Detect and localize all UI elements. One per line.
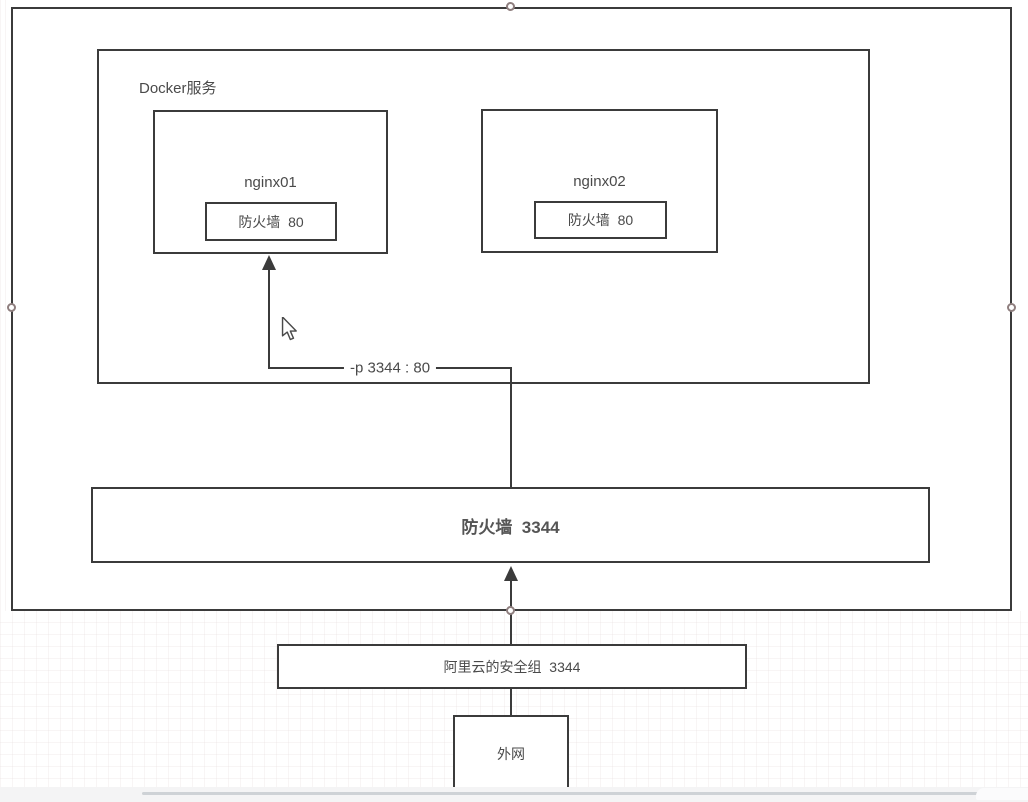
nginx01-firewall-port-label: 防火墙 80 [238,213,304,230]
selection-handle-top[interactable] [506,2,515,11]
external-network-label: 外网 [497,746,525,762]
bottom-corner-shape [976,788,1028,800]
host-firewall-box[interactable]: 防火墙 3344 [91,487,930,563]
mouse-cursor-icon [281,316,301,348]
selection-handle-left[interactable] [7,303,16,312]
bottom-window-strip [0,787,1028,802]
external-network-box[interactable]: 外网 [453,715,569,793]
port-mapping-label: -p 3344 : 80 [343,359,437,377]
nginx02-firewall-port-box[interactable]: 防火墙 80 [534,201,667,239]
nginx02-title: nginx02 [573,173,626,190]
security-group-box[interactable]: 阿里云的安全组 3344 [277,644,747,689]
grid-texture-left [0,0,10,611]
arrowhead-to-nginx01 [262,255,276,270]
security-group-label: 阿里云的安全组 3344 [443,658,581,675]
nginx01-box[interactable]: nginx01 防火墙 80 [153,110,388,254]
bottom-divider-line [142,792,1028,795]
host-firewall-label: 防火墙 3344 [461,517,560,537]
nginx01-title: nginx01 [244,174,297,191]
connector-firewall-to-mapping [510,367,512,487]
selection-handle-right[interactable] [1007,303,1016,312]
nginx02-firewall-port-label: 防火墙 80 [567,212,634,228]
nginx02-box[interactable]: nginx02 防火墙 80 [481,109,718,253]
selection-handle-bottom[interactable] [506,606,515,615]
connector-port-mapping-vertical [268,268,270,369]
docker-service-label: Docker服务 [139,80,217,97]
arrowhead-to-firewall [504,566,518,581]
nginx01-firewall-port-box[interactable]: 防火墙 80 [205,202,337,241]
